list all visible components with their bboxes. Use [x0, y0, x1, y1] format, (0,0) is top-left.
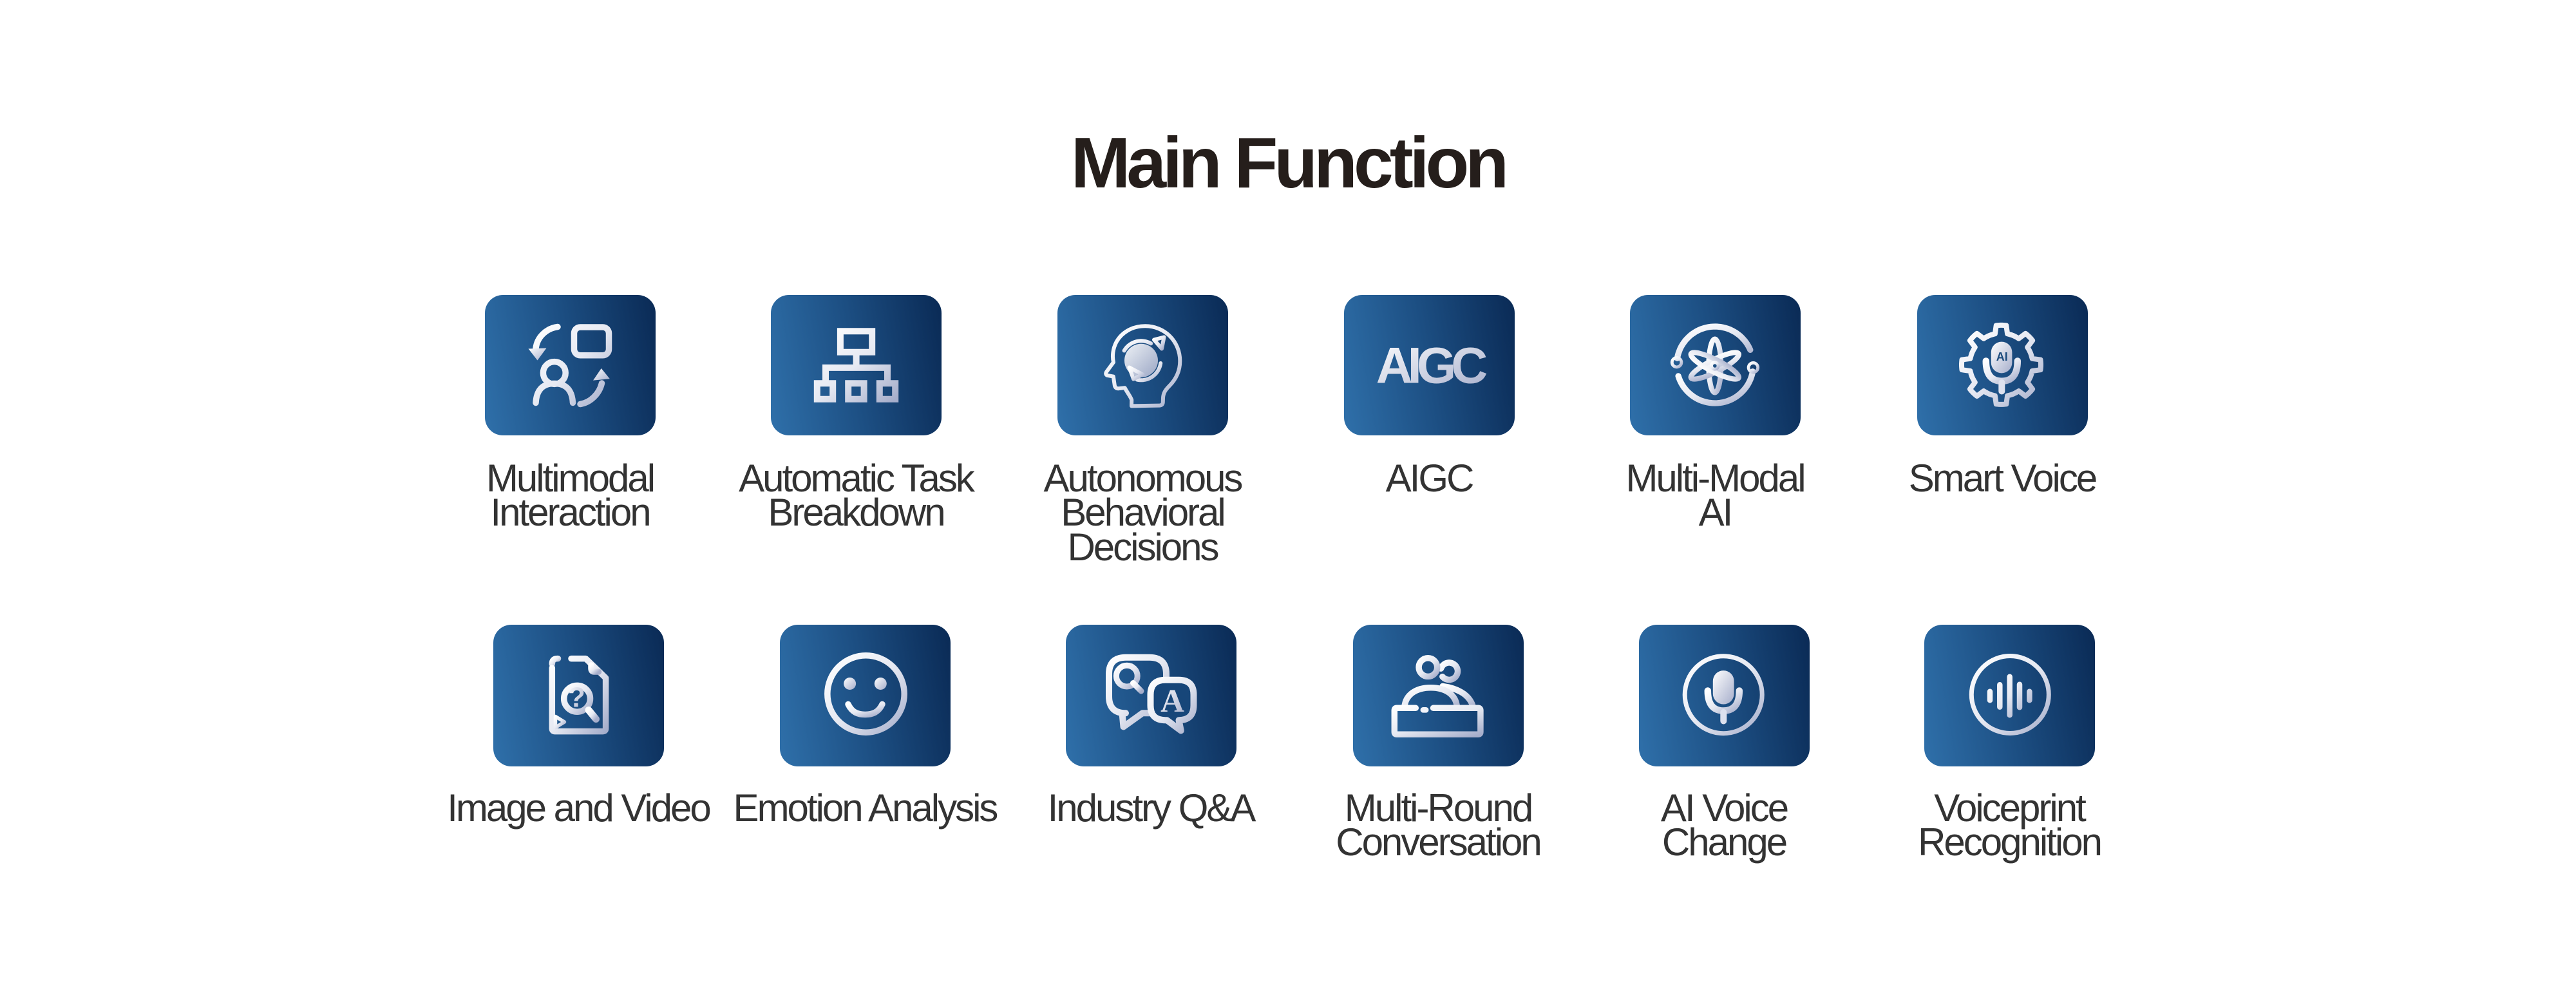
svg-text:AI: AI	[1996, 350, 2008, 363]
svg-text:A: A	[1160, 683, 1184, 719]
svg-text:AIGC: AIGC	[1376, 337, 1486, 394]
svg-text:?: ?	[568, 682, 585, 714]
